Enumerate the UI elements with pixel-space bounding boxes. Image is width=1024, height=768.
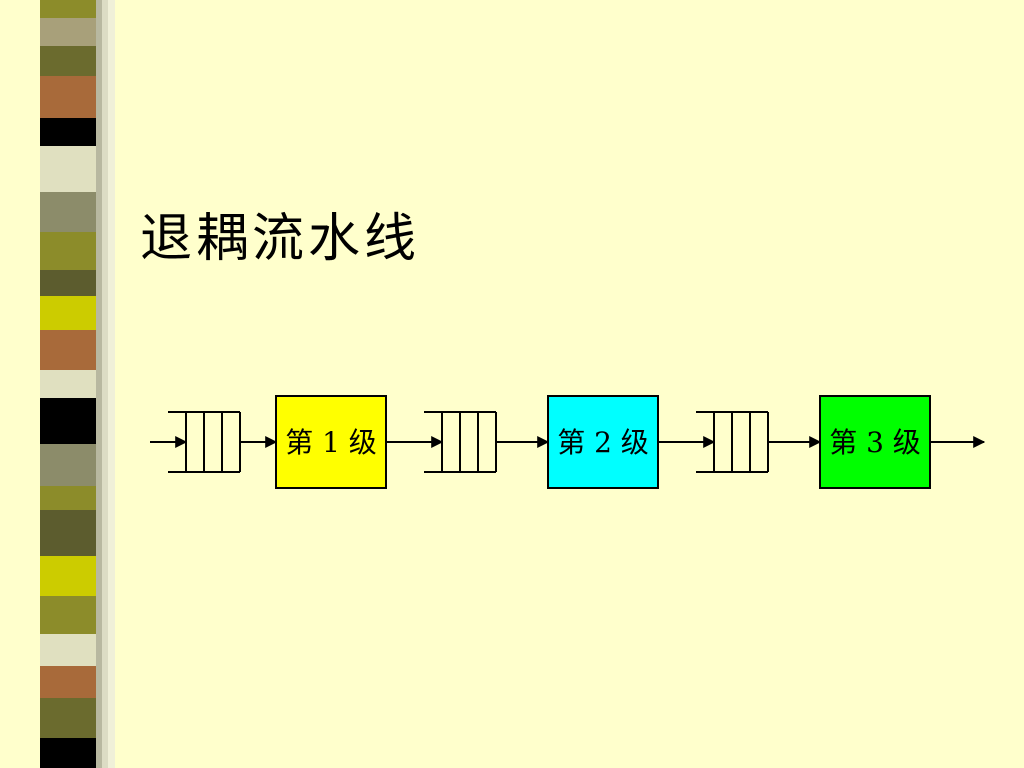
stage-3-box <box>819 395 931 489</box>
stage-2-label: 第 2 级 <box>557 426 649 459</box>
decorative-striped-bar <box>0 0 115 768</box>
stage-3-label: 第 3 级 <box>829 426 921 459</box>
slide-title: 退耦流水线 <box>140 209 421 269</box>
stage-1-label: 第 1 级 <box>285 426 377 459</box>
stage-1-box <box>275 395 387 489</box>
